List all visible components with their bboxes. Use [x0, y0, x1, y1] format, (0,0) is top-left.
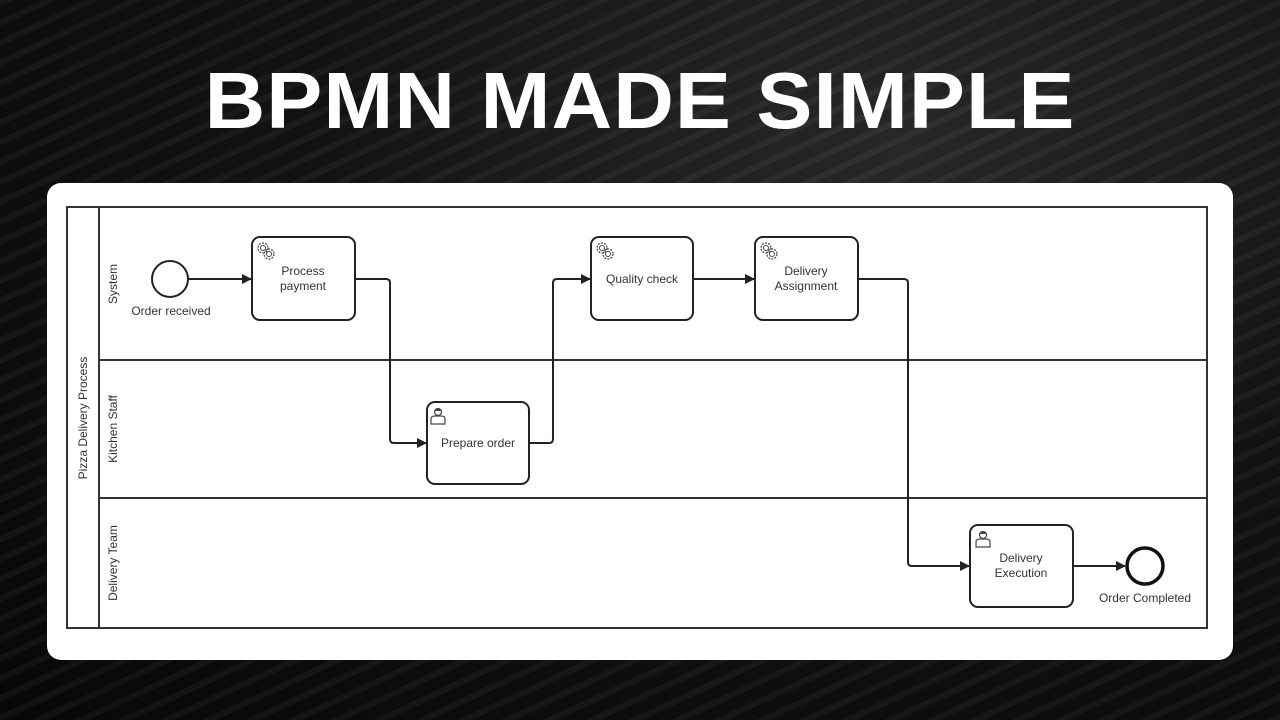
task-delivery-assignment[interactable]: Delivery Assignment	[754, 236, 859, 321]
page-title: BPMN MADE SIMPLE	[204, 56, 1076, 145]
task-label: payment	[280, 279, 327, 293]
flow-prepare-to-quality[interactable]	[529, 274, 591, 444]
pool	[66, 206, 1208, 629]
task-prepare-order[interactable]: Prepare order	[426, 401, 530, 485]
task-quality-check[interactable]: Quality check	[590, 236, 694, 321]
flow-payment-to-prepare[interactable]	[355, 278, 427, 448]
lane-label-delivery-team: Delivery Team	[106, 525, 120, 601]
task-label: Delivery	[999, 551, 1042, 565]
lane-label-system: System	[106, 264, 120, 304]
task-process-payment[interactable]: Process payment	[251, 236, 356, 321]
task-label: Assignment	[775, 279, 838, 293]
task-label: Delivery	[784, 264, 827, 278]
task-label: Execution	[995, 566, 1048, 580]
task-label: Quality check	[606, 272, 679, 286]
end-event-label: Order Completed	[1099, 591, 1191, 605]
end-event[interactable]	[1125, 546, 1165, 586]
start-event-label: Order received	[131, 304, 210, 318]
pool-label: Pizza Delivery Process	[76, 357, 90, 480]
task-label: Prepare order	[441, 436, 515, 450]
task-label: Process	[281, 264, 324, 278]
lane-label-kitchen-staff: Kitchen Staff	[106, 394, 120, 462]
start-event[interactable]	[151, 260, 189, 298]
task-delivery-execution[interactable]: Delivery Execution	[969, 524, 1074, 608]
flow-assignment-to-execution[interactable]	[858, 278, 970, 571]
